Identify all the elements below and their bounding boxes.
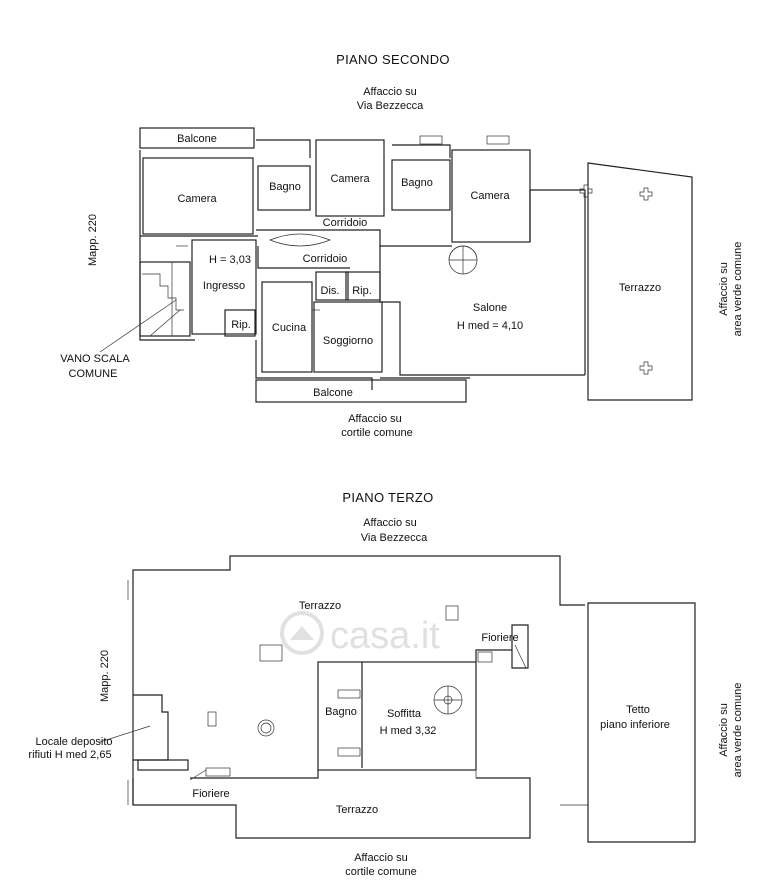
- room-fioriere-1: Fioriere: [481, 632, 518, 644]
- floor2-top-view-1: Affaccio su: [363, 86, 417, 98]
- stair-label-2: COMUNE: [69, 368, 118, 380]
- locale-label-1: Locale deposito: [35, 736, 112, 748]
- room-balcone-bottom: Balcone: [313, 387, 353, 399]
- watermark-text: casa.it: [330, 615, 440, 657]
- floor2-left-label: Mapp. 220: [87, 214, 99, 266]
- room-dis: Dis.: [321, 285, 340, 297]
- floor3-bottom-view-1: Affaccio su: [354, 852, 408, 864]
- floor3-right-view-1: Affaccio su: [718, 703, 730, 757]
- room-salone: Salone: [473, 302, 507, 314]
- soffitta-height: H med 3,32: [380, 725, 437, 737]
- floor3-top-view-1: Affaccio su: [363, 517, 417, 529]
- floor3-title: PIANO TERZO: [342, 490, 433, 505]
- room-cucina: Cucina: [272, 322, 307, 334]
- floor2-title: PIANO SECONDO: [336, 52, 450, 67]
- room-bagno-left: Bagno: [269, 181, 301, 193]
- room-soffitta: Soffitta: [387, 708, 422, 720]
- room-corridoio-1: Corridoio: [323, 217, 368, 229]
- floor3-left-label: Mapp. 220: [99, 650, 111, 702]
- watermark: casa.it: [280, 611, 440, 657]
- floor3-top-view-2: Via Bezzecca: [361, 532, 428, 544]
- ingresso-height: H = 3,03: [209, 254, 251, 266]
- floor2-right-view-2: area verde comune: [732, 242, 744, 337]
- room-tetto-1: Tetto: [626, 704, 650, 716]
- floor2-bottom-view-2: cortile comune: [341, 427, 413, 439]
- floor2-plan: [99, 127, 693, 403]
- room-tetto-2: piano inferiore: [600, 719, 670, 731]
- room-camera-right: Camera: [470, 190, 510, 202]
- room-fioriere-2: Fioriere: [192, 788, 229, 800]
- floor3-right-view-2: area verde comune: [732, 683, 744, 778]
- floor2-bottom-view-1: Affaccio su: [348, 413, 402, 425]
- room-rip-2: Rip.: [231, 319, 251, 331]
- room-camera-mid: Camera: [330, 173, 370, 185]
- room-balcone-top: Balcone: [177, 133, 217, 145]
- room-terrazzo-bottom: Terrazzo: [336, 804, 378, 816]
- floor2-right-view-1: Affaccio su: [718, 262, 730, 316]
- room-terrazzo-top: Terrazzo: [299, 600, 341, 612]
- salone-height: H med = 4,10: [457, 320, 523, 332]
- room-bagno-f3: Bagno: [325, 706, 357, 718]
- room-bagno-right: Bagno: [401, 177, 433, 189]
- room-rip-1: Rip.: [352, 285, 372, 297]
- floor3-bottom-view-2: cortile comune: [345, 866, 417, 878]
- stair-label-1: VANO SCALA: [60, 353, 130, 365]
- room-ingresso: Ingresso: [203, 280, 245, 292]
- room-corridoio-2: Corridoio: [303, 253, 348, 265]
- room-camera-left: Camera: [177, 193, 217, 205]
- room-soggiorno: Soggiorno: [323, 335, 373, 347]
- locale-label-2: rifiuti H med 2,65: [28, 749, 111, 761]
- room-terrazzo: Terrazzo: [619, 282, 661, 294]
- floor3-plan: [99, 555, 696, 843]
- floor2-top-view-2: Via Bezzecca: [357, 100, 424, 112]
